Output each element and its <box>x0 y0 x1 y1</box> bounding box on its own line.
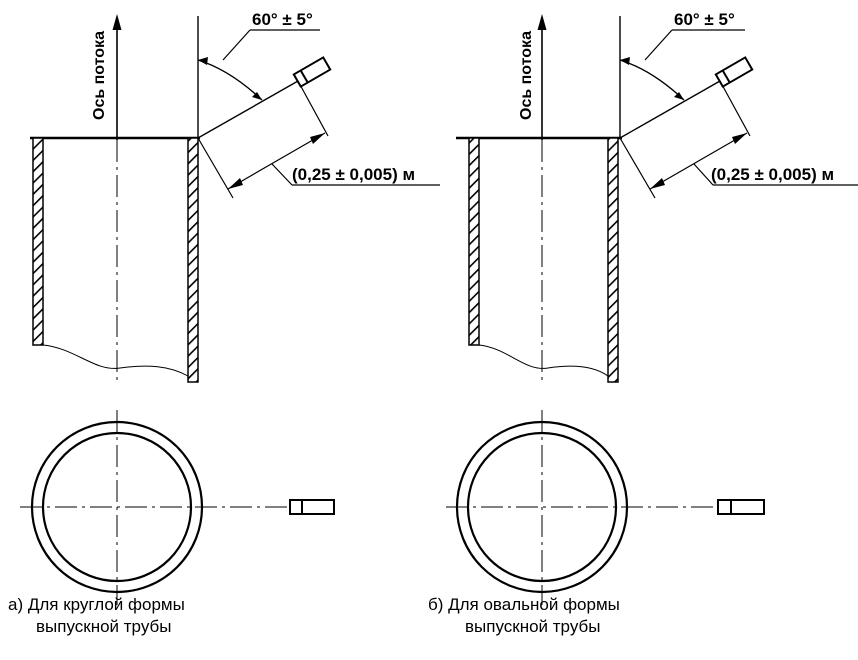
break-line <box>478 344 609 377</box>
angle-dimension <box>619 16 745 138</box>
angle-label: 60° ± 5° <box>252 10 313 29</box>
pipe-left-wall <box>32 137 44 346</box>
caption-line-1: а) Для круглой формы <box>8 595 185 614</box>
pipe-cross-section <box>446 410 765 605</box>
caption-line-2: выпускной трубы <box>465 617 600 636</box>
probe-assembly <box>619 56 754 139</box>
angle-label: 60° ± 5° <box>674 10 735 29</box>
flow-axis-arrow <box>112 14 122 140</box>
pipe-right-wall <box>607 137 619 383</box>
pipe-left-wall <box>468 137 480 346</box>
panel-oval-pipe: Ось потока 60° ± 5° <box>428 10 858 636</box>
break-line <box>42 344 189 377</box>
pipe-right-wall <box>187 137 199 383</box>
probe-icon <box>292 56 332 88</box>
probe-icon <box>714 56 754 88</box>
probe-assembly <box>197 56 332 139</box>
distance-dimension <box>197 80 440 199</box>
probe-icon <box>717 499 765 515</box>
flow-axis-arrow <box>537 14 547 140</box>
flow-axis-label: Ось потока <box>518 31 535 120</box>
probe-icon <box>289 499 335 515</box>
distance-dimension <box>619 80 858 199</box>
pipe-section <box>30 136 200 383</box>
panel-round-pipe: Ось потока 60° ± 5° <box>8 10 440 636</box>
distance-label: (0,25 ± 0,005) м <box>711 165 834 184</box>
flow-axis-label: Ось потока <box>91 31 108 120</box>
angle-dimension <box>197 16 320 138</box>
caption-line-1: б) Для овальной формы <box>428 595 620 614</box>
pipe-section <box>456 136 622 383</box>
pipe-cross-section <box>20 410 335 605</box>
distance-label: (0,25 ± 0,005) м <box>292 165 415 184</box>
caption-line-2: выпускной трубы <box>36 617 171 636</box>
